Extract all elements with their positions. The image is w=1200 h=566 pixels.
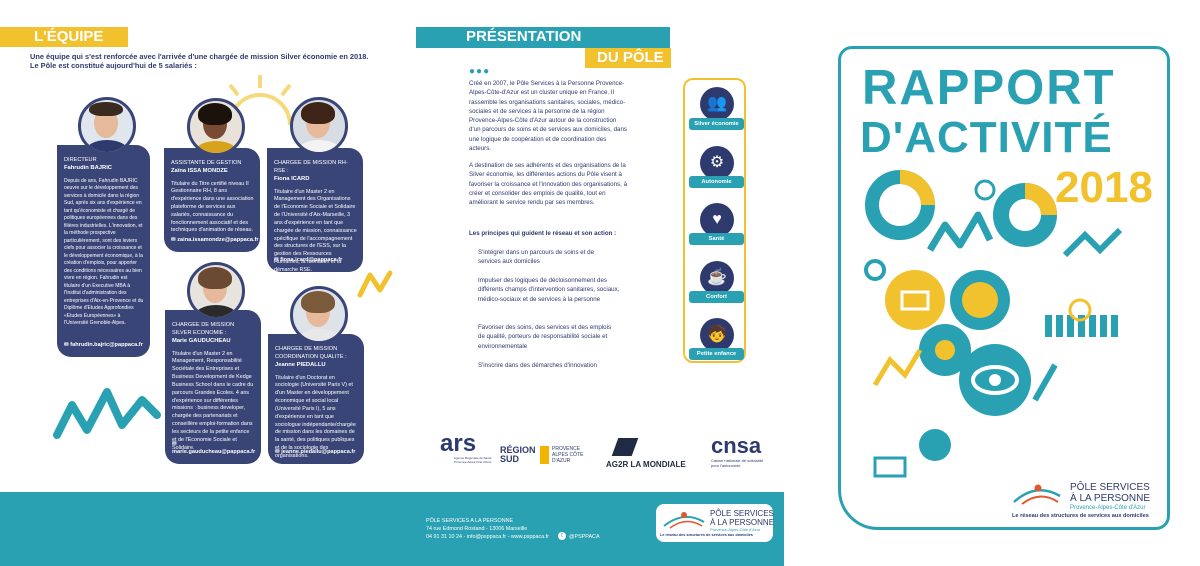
member-name: Fahrudin BAJRIC [64,165,112,172]
zigzag-decoration [53,388,161,439]
child-icon: 🧒 [700,318,734,352]
partner-logo-ag2r: AG2R LA MONDIALE [606,460,686,469]
footer-address: 74 rue Edmond Rostand - 13006 Marseille [426,526,528,532]
domain-label: Petite enfance [689,348,744,360]
principle-item: S'inscrire dans des démarches d'innovati… [478,362,597,369]
presentation-subtitle-bar [585,48,671,68]
member-name: Fiona ICARD [274,176,310,183]
team-card-qualite: CHARGEE DE MISSION COORDINATION QUALITE … [268,334,364,464]
member-name: Jeanne PIEDALLU [275,362,326,369]
cover-logo-line1: PÔLE SERVICES [1070,482,1150,493]
team-intro-2: Le Pôle est constitué aujourd'hui de 5 s… [30,61,197,70]
domain-label: Silver économie [689,118,744,130]
cover-title-line2: D'ACTIVITÉ [860,113,1113,162]
footer-band [0,492,784,566]
domain-label: Confort [689,291,744,303]
cover-logo-tagline: Le réseau des structures de services aux… [1012,513,1149,519]
cover-frame [838,46,1170,530]
cover-illustration [864,170,1123,478]
team-card-silver: CHARGEE DE MISSION SILVER ECONOMIE : Mar… [165,310,261,464]
presentation-paragraph-1: Créé en 2007, le Pôle Services à la Pers… [469,80,628,153]
principle-item: Impulser des logiques de décloisonnement… [478,277,620,303]
logo-mark-icon [663,512,705,529]
footer-twitter[interactable]: @PSPPACA [569,534,600,540]
team-card-assistant: ASSISTANTE DE GESTION Zaïna ISSA MONDZE … [164,148,260,252]
member-role: DIRECTEUR [64,157,97,163]
cover-logo-region: Provence-Alpes-Côte d'Azur [1070,505,1146,511]
avatar [290,286,348,344]
avatar [187,262,245,320]
zigzag-decoration [357,270,393,298]
avatar [187,98,245,156]
partner-sub-ars: Agence Régionale de Santé Provence-Alpes… [454,456,492,464]
avatar [290,97,348,155]
partner-logo-ars: ars [440,430,477,457]
footer-logo-region: Provence-Alpes-Côte d'Azur [710,527,761,532]
domains-frame [683,78,746,363]
partner-logo-region-sud: RÉGION SUD [500,445,536,464]
avatar [78,97,136,155]
region-flag-icon [540,446,549,464]
cover-title-line1: RAPPORT [862,61,1116,115]
team-title-bar [0,27,128,47]
team-title: L'ÉQUIPE [34,28,104,45]
footer-logo-tagline: Le réseau des structures de services aux… [660,533,753,537]
cover-logo-line2: À LA PERSONNE [1070,493,1151,504]
member-email[interactable]: fahrudin.bajric@pappaca.fr [64,341,143,349]
dots-decoration: ●●● [469,66,491,77]
footer-contact[interactable]: 04 91 31 10 24 - info@psppaca.fr - www.p… [426,534,549,540]
member-name: Marie GAUDUCHEAU [172,338,231,345]
member-role: CHARGEE DE MISSION COORDINATION QUALITE … [275,346,347,361]
partner-sub-cnsa: Caisse nationale de solidarité pour l'au… [711,458,764,468]
partner-logo-cnsa: cnsa [711,433,762,458]
member-role: CHARGEE DE MISSION RH-RSE : [274,160,348,175]
member-role: CHARGEE DE MISSION SILVER ECONOMIE : [172,322,235,337]
team-card-rh-rse: CHARGEE DE MISSION RH-RSE : Fiona ICARD … [267,148,363,273]
principle-item: Favoriser des soins, des services et des… [478,324,612,350]
team-card-director: DIRECTEUR Fahrudin BAJRIC Depuis de ans,… [57,145,150,357]
gear-icon: ⚙ [700,146,734,180]
ag2r-mark-icon [611,438,639,456]
member-role: ASSISTANTE DE GESTION [171,160,242,166]
team-intro-1: Une équipe qui s'est renforcée avec l'ar… [30,52,369,61]
footer-logo-box [656,504,773,542]
presentation-paragraph-2: A destination de ses adhérents et des or… [469,162,628,207]
member-bio: Titulaire d'un Master 2 en Management, R… [172,350,254,451]
member-email[interactable]: zaina.issamondze@pappaca.fr [171,236,258,244]
cup-icon: ☕ [700,261,734,295]
domain-label: Santé [689,233,744,245]
cover-logo-mark-icon [1013,484,1061,505]
footer-logo-line2: À LA PERSONNE [710,518,775,527]
heart-icon: ♥ [700,203,734,237]
presentation-title: PRÉSENTATION [466,28,582,45]
member-bio: Depuis de ans, Fahrudin BAJRIC oeuvre su… [64,177,144,327]
principles-title: Les principes qui guident le réseau et s… [469,230,617,237]
footer-org: PÔLE SERVICES A LA PERSONNE [426,518,514,524]
twitter-icon[interactable]: t [558,532,566,540]
member-bio: Titulaire du Titre certifié niveau II Ge… [171,180,254,234]
member-email[interactable]: marie.gauducheau@pappaca.fr [172,440,261,456]
presentation-subtitle: DU PÔLE [597,49,664,66]
group-icon: 👥 [700,87,734,121]
member-name: Zaïna ISSA MONDZE [171,168,228,175]
member-email[interactable]: fiona.icard@pappaca.fr [274,256,342,264]
cover-year: 2018 [1055,163,1153,212]
partner-sub-region: PROVENCE ALPES CÔTE D'AZUR [552,446,584,464]
member-email[interactable]: jeanne.piedallu@pappaca.fr [275,448,355,456]
domain-label: Autonomie [689,176,744,188]
principle-item: S'intégrer dans un parcours de soins et … [478,249,595,266]
footer-logo-line1: PÔLE SERVICES [710,509,774,518]
presentation-title-bar [416,27,670,48]
